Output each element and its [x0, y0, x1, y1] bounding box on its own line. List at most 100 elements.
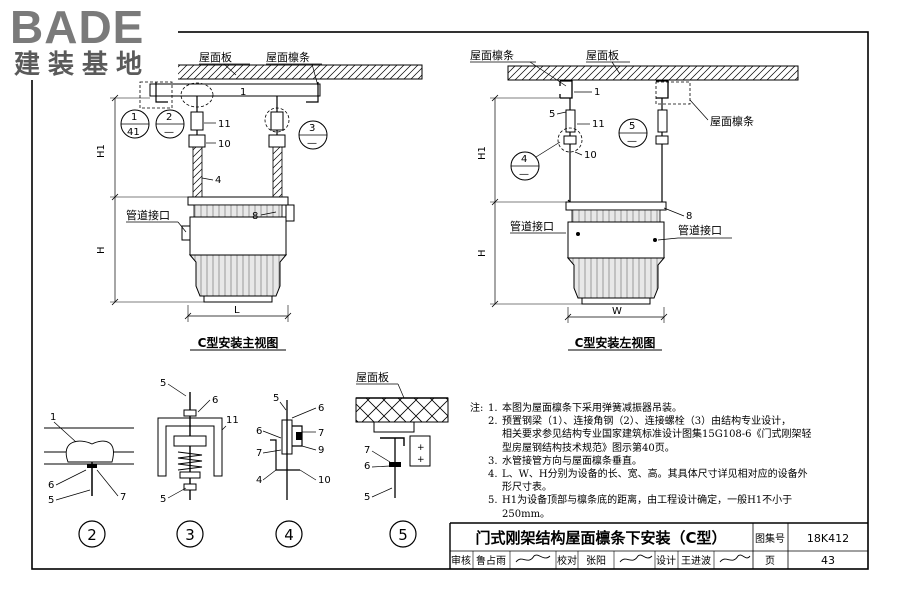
main-view-caption: C型安装主视图: [198, 335, 279, 350]
d2-part-7: 7: [120, 492, 126, 503]
label-roof-purlin: 屋面檩条: [266, 50, 310, 64]
note-5: 5. H1为设备顶部与檩条底的距离，由工程设计确定，一般H1不小于: [470, 494, 870, 507]
label-roof-panel-side: 屋面板: [586, 48, 619, 62]
drawing-title: 门式刚架结构屋面檩条下安装（C型）: [475, 529, 726, 547]
callout-5-top: 5: [629, 121, 635, 132]
note-3: 3. 水管接管方向与屋面檩条垂直。: [470, 455, 870, 468]
callout-4-bottom: —: [519, 169, 529, 180]
note-2-line-2: 相关要求参见结构专业国家建筑标准设计图集15G108-6《门式刚架轻: [502, 429, 812, 441]
part-11-main: 11: [218, 119, 231, 130]
label-roof-purlin-side: 屋面檩条: [470, 48, 514, 62]
d4-part-9: 9: [318, 445, 324, 456]
note-4: 4. L、W、H分别为设备的长、宽、高。其具体尺寸详见相对应的设备外: [470, 468, 870, 481]
note-2-line-3: 型房屋钢结构技术规范》图示第40页。: [502, 442, 675, 454]
title-block: 门式刚架结构屋面檩条下安装（C型） 图集号 18K412 审核 鲁占雨 校对 张…: [449, 522, 868, 569]
detail-3-number: 3: [185, 526, 195, 544]
d4-part-6-left: 6: [256, 426, 262, 437]
dim-h-side: H: [477, 249, 488, 257]
note-2-num: 2.: [488, 416, 498, 428]
d2-part-1: 1: [50, 412, 56, 423]
brand-logo: BADE 建装基地: [8, 2, 178, 80]
logo-subtitle: 建装基地: [14, 50, 151, 80]
dim-l-main: L: [234, 305, 240, 316]
d4-part-7-left: 7: [256, 448, 262, 459]
note-3-line-1: 水管接管方向与屋面檩条垂直。: [502, 455, 642, 467]
detail-2-marker: [78, 520, 106, 548]
d4-part-7-right: 7: [318, 428, 324, 439]
note-5-num: 5.: [488, 495, 498, 507]
callout-3-top: 3: [309, 123, 315, 134]
callout-4-top: 4: [521, 154, 527, 165]
d3-part-5-top: 5: [160, 378, 166, 389]
hanger-left: [188, 96, 206, 198]
note-1-line-1: 本图为屋面檩条下采用弹簧减振器吊装。: [502, 403, 682, 414]
callout-3-bottom: —: [307, 138, 317, 149]
label-pipe-port-main: 管道接口: [126, 208, 170, 222]
dim-h1-side: H1: [477, 146, 488, 160]
part-1-side: 1: [594, 87, 600, 98]
reviewer-signature: [515, 554, 551, 563]
detail-3-marker: [176, 520, 204, 548]
review-label: 审核: [451, 554, 471, 567]
d5-part-5: 5: [364, 492, 370, 503]
d5-plus-icon-2: +: [417, 455, 425, 465]
notes-block: 注: 1. 本图为屋面檩条下采用弹簧减振器吊装。 2. 预置钢梁（1）、连接角钢…: [470, 402, 870, 521]
part-8-side: 8: [686, 211, 692, 222]
designer-name: 王进波: [681, 554, 711, 567]
dim-h-main: H: [96, 246, 107, 254]
page-number: 43: [821, 554, 835, 567]
checker-name: 张阳: [586, 555, 606, 567]
note-4-line-1: L、W、H分别为设备的长、宽、高。其具体尺寸详见相对应的设备外: [502, 469, 808, 481]
callout-2-top: 2: [166, 112, 172, 123]
d2-part-6: 6: [48, 480, 54, 491]
checker-signature: [619, 554, 653, 563]
detail-5-marker: [389, 520, 417, 548]
callout-1-top: 1: [131, 112, 137, 123]
note-2-line-1: 预置钢梁（1）、连接角钢（2）、连接螺栓（3）由结构专业设计，: [502, 416, 792, 428]
d3-part-6: 6: [212, 395, 218, 406]
page-label: 页: [765, 555, 775, 567]
callout-5-bottom: —: [627, 136, 637, 147]
main-view: 屋面板 屋面檩条 1 1 41 2 — 3: [96, 50, 423, 351]
note-1-num: 1.: [488, 403, 498, 414]
detail-4-marker: [275, 520, 303, 548]
callout-1-bottom: 41: [127, 127, 140, 138]
hanger-right: [268, 96, 286, 198]
detail-5-number: 5: [398, 526, 408, 544]
hanger-side-right: [655, 98, 669, 202]
d4-part-6-right: 6: [318, 403, 324, 414]
d4-part-10: 10: [318, 475, 331, 486]
d2-part-5: 5: [48, 495, 54, 506]
note-5-line-2: 250mm。: [502, 508, 551, 520]
part-10-main: 10: [218, 139, 231, 150]
d4-part-5: 5: [273, 393, 279, 404]
label-pipe-port-side-right: 管道接口: [678, 223, 722, 237]
dim-h1-main: H1: [96, 144, 107, 158]
logo-brand-text: BADE: [10, 1, 145, 53]
label-roof-purlin-right: 屋面檩条: [710, 114, 754, 128]
notes-title: 注:: [470, 403, 484, 414]
atlas-number: 18K412: [807, 532, 849, 545]
label-roof-panel: 屋面板: [199, 50, 232, 64]
equipment-side: [565, 201, 667, 305]
part-8-main: 8: [252, 211, 258, 222]
part-4-main: 4: [215, 175, 221, 186]
d3-part-5-bottom: 5: [160, 494, 166, 505]
label-pipe-port-side-left: 管道接口: [510, 219, 554, 233]
note-3-num: 3.: [488, 455, 498, 467]
d5-label-roof-panel: 屋面板: [356, 370, 389, 384]
d5-part-6: 6: [364, 461, 370, 472]
reviewer-name: 鲁占雨: [476, 554, 506, 567]
design-label: 设计: [656, 554, 676, 567]
detail-3: 5 6 11 5 3: [157, 378, 239, 548]
designer-signature: [719, 554, 751, 563]
part-1-main: 1: [240, 87, 246, 98]
d5-plus-icon: +: [417, 443, 425, 453]
d4-part-4: 4: [256, 475, 262, 486]
detail-2: 1 6 5 7 2: [44, 412, 134, 548]
detail-5: 屋面板 + + 7 6 5 5: [355, 370, 449, 548]
part-11-side: 11: [592, 119, 605, 130]
note-1: 注: 1. 本图为屋面檩条下采用弹簧减振器吊装。: [470, 402, 870, 415]
detail-4: 5 6 7 6 7 9 4 10 4: [256, 393, 331, 548]
